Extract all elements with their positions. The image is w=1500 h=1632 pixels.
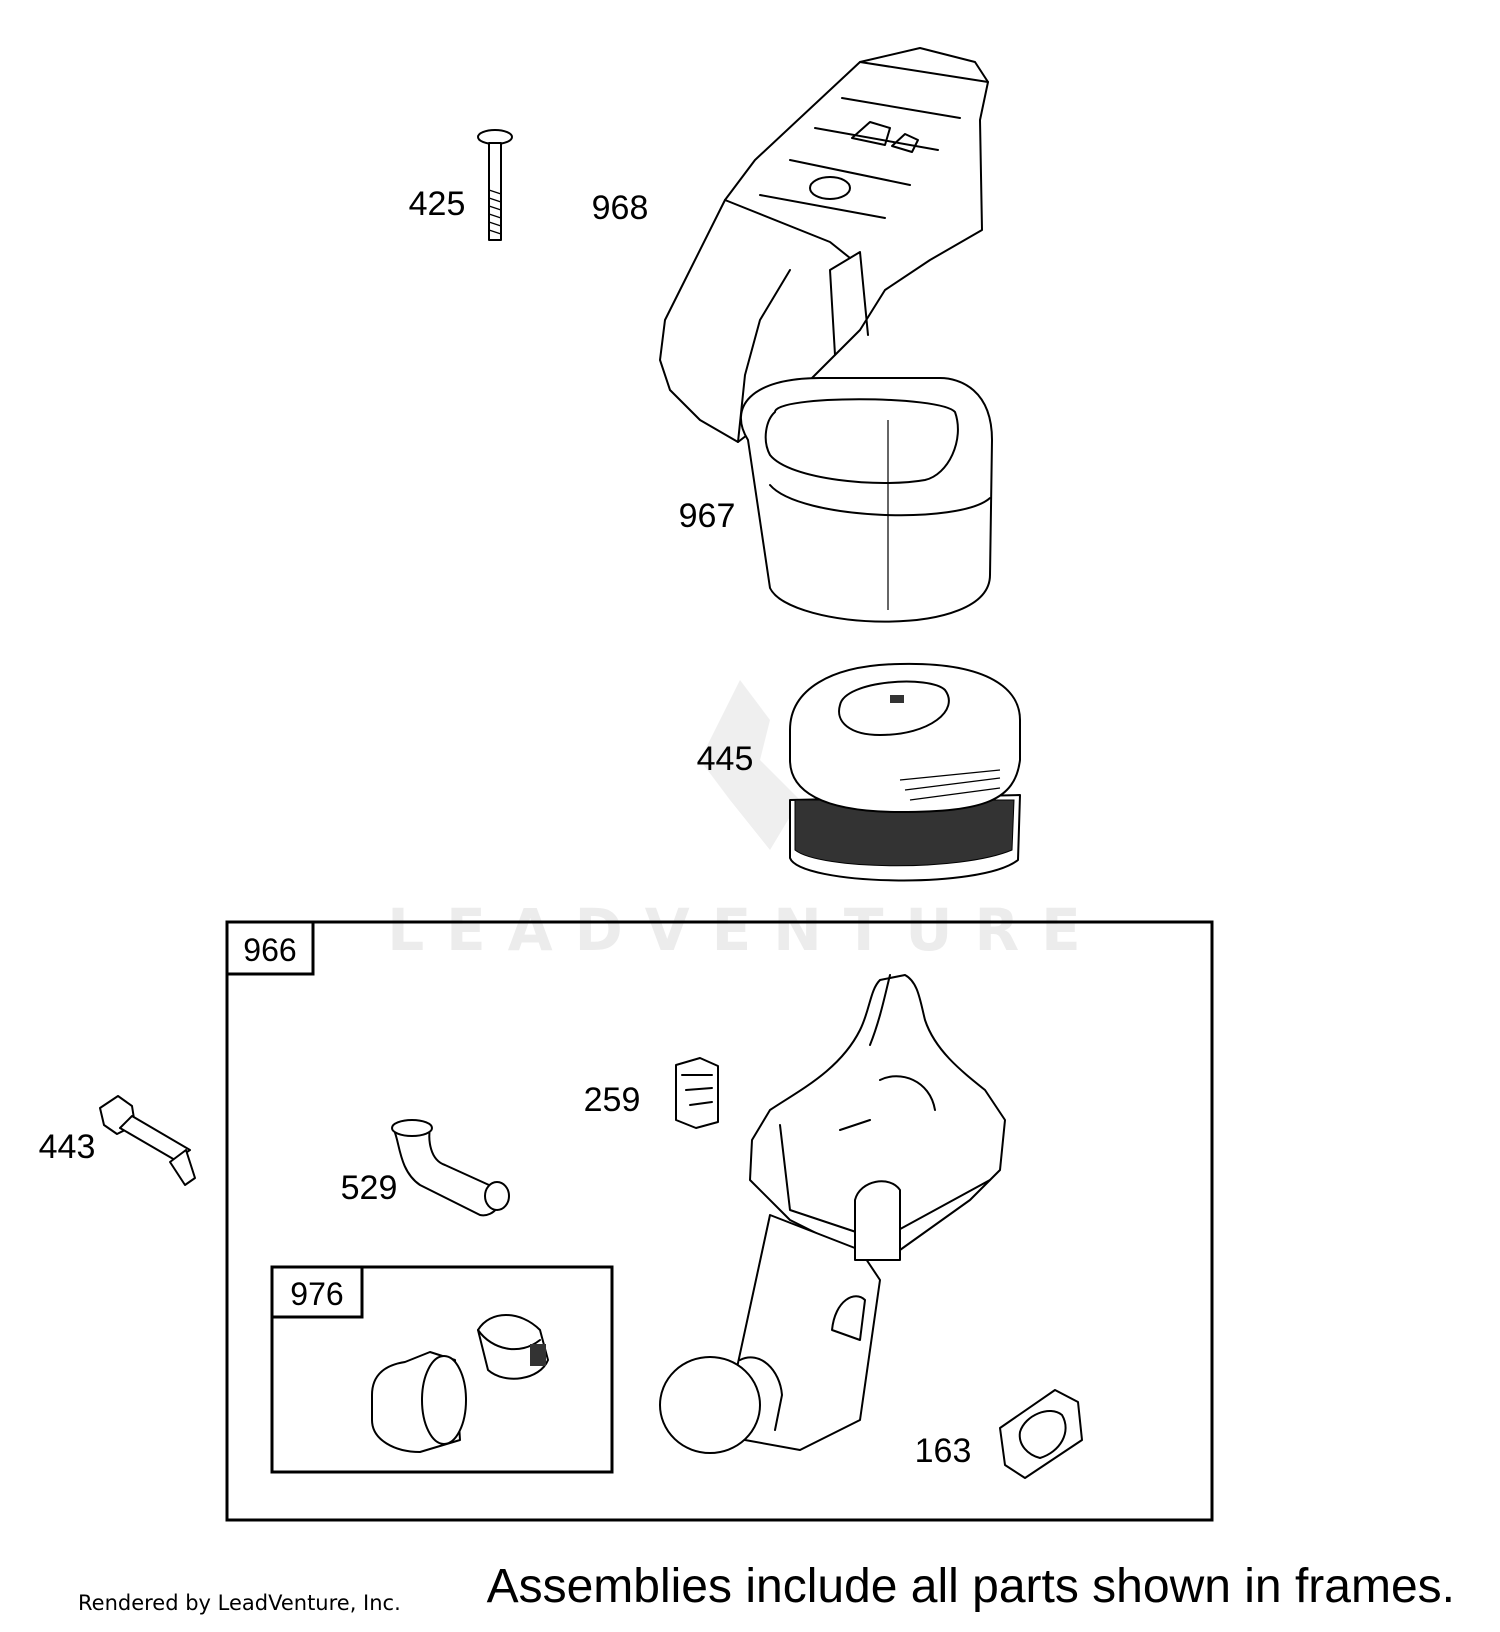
frame-976-assembly[interactable]: 976 bbox=[270, 1265, 614, 1474]
part-label-163: 163 bbox=[915, 1432, 972, 1470]
part-163-gasket[interactable] bbox=[999, 1389, 1083, 1479]
watermark-flame-icon bbox=[700, 680, 800, 850]
watermark: LEADVENTURE bbox=[387, 680, 1103, 964]
part-967-precleaner[interactable] bbox=[739, 377, 993, 623]
part-445-filter[interactable] bbox=[789, 662, 1021, 882]
part-label-529: 529 bbox=[341, 1169, 398, 1207]
frame-976-label: 976 bbox=[290, 1276, 343, 1312]
footer-note: Assemblies include all parts shown in fr… bbox=[487, 1560, 1455, 1613]
part-425-bolt[interactable] bbox=[477, 129, 513, 241]
part-label-443: 443 bbox=[39, 1128, 96, 1166]
part-259-clip[interactable] bbox=[675, 1057, 719, 1129]
part-air-cleaner-base[interactable] bbox=[659, 974, 1006, 1454]
frame-966-label: 966 bbox=[243, 932, 296, 968]
part-label-968: 968 bbox=[592, 189, 649, 227]
part-label-425: 425 bbox=[409, 185, 466, 223]
frame-966-assembly[interactable]: 966 bbox=[225, 920, 1214, 1522]
part-label-967: 967 bbox=[679, 497, 736, 535]
part-label-445: 445 bbox=[697, 740, 754, 778]
part-label-259: 259 bbox=[584, 1081, 641, 1119]
part-443-bolt[interactable] bbox=[99, 1095, 196, 1186]
footer-credit: Rendered by LeadVenture, Inc. bbox=[78, 1591, 401, 1615]
part-529-tube[interactable] bbox=[391, 1119, 510, 1217]
watermark-text: LEADVENTURE bbox=[387, 896, 1103, 964]
part-968-cover[interactable] bbox=[659, 47, 989, 443]
